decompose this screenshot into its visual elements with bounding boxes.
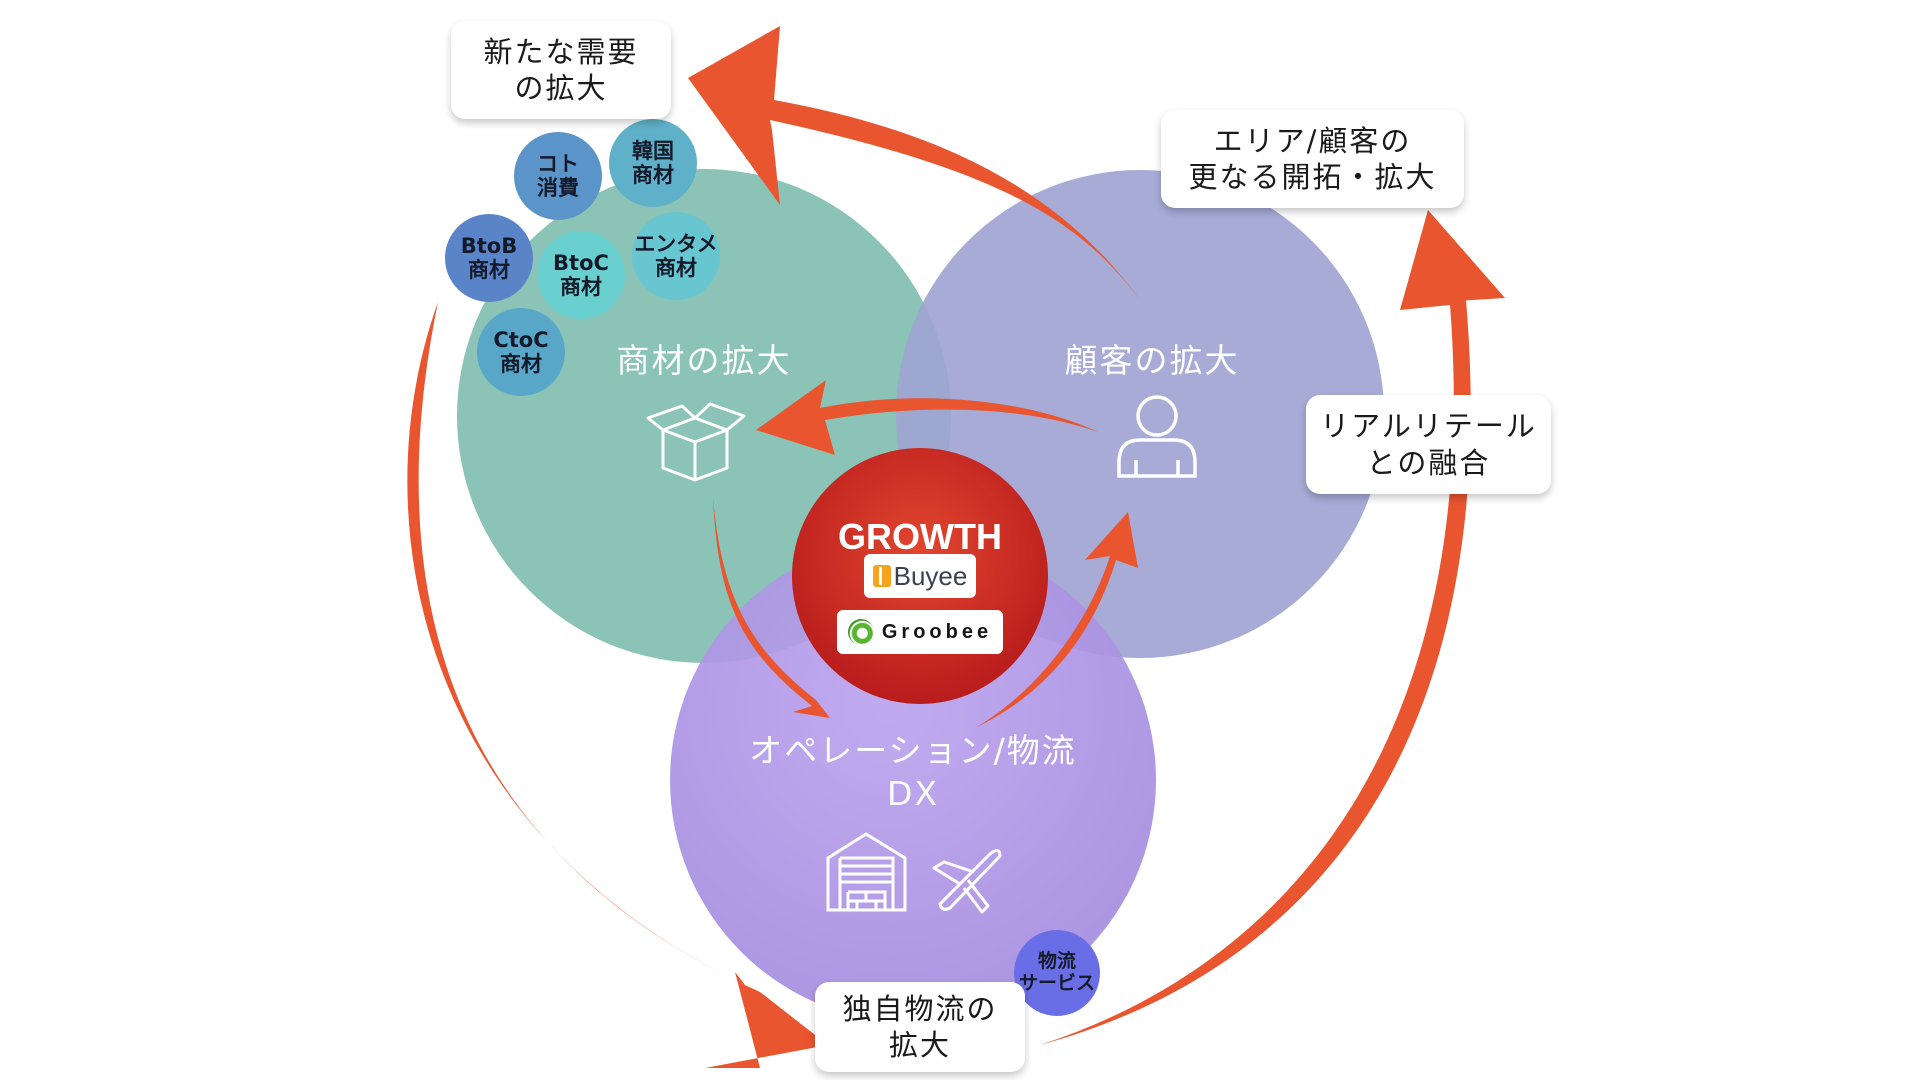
bubble-ctoc-circle bbox=[477, 308, 565, 396]
growth-title: GROWTH bbox=[838, 516, 1002, 557]
person-icon bbox=[1117, 395, 1197, 478]
circle-label-operations: オペレーション/物流 DX bbox=[749, 731, 1077, 813]
bubble-korea-circle bbox=[609, 119, 697, 207]
bubble-entame-circle bbox=[632, 212, 720, 300]
arrow-customers-to-new-demand bbox=[688, 26, 1140, 300]
callout-real-retail: リアルリテール との融合 bbox=[1306, 395, 1551, 494]
callout-area-customers: エリア/顧客の 更なる開拓・拡大 bbox=[1161, 110, 1464, 208]
circle-label-customers: 顧客の拡大 bbox=[1064, 341, 1240, 380]
buyee-bag-icon bbox=[872, 565, 891, 587]
callout-new-demand: 新たな需要 の拡大 bbox=[451, 21, 671, 119]
bubble-ctoc: CtoC 商材 bbox=[493, 327, 549, 376]
buyee-logo: Buyee bbox=[864, 554, 976, 598]
bubble-koto: コト 消費 bbox=[537, 151, 579, 200]
bubble-korea: 韓国 商材 bbox=[632, 138, 674, 187]
warehouse-icon bbox=[826, 832, 907, 912]
callout-own-logistics: 独自物流の 拡大 bbox=[815, 982, 1025, 1072]
bubble-entame: エンタメ 商材 bbox=[634, 231, 718, 280]
bubble-logistics: 物流 サービス bbox=[1018, 950, 1096, 994]
arrow-products-to-operations bbox=[713, 498, 830, 718]
arrow-operations-to-customers bbox=[975, 512, 1138, 728]
bubble-btoc-circle bbox=[537, 231, 625, 319]
arrow-right-outer-arc bbox=[1040, 210, 1505, 1045]
circle-operations bbox=[670, 537, 1156, 1023]
circle-label-products: 商材の拡大 bbox=[616, 341, 792, 380]
bubble-btob-circle bbox=[445, 214, 533, 302]
bubble-logistics-circle bbox=[1014, 930, 1100, 1016]
bubble-btob: BtoB 商材 bbox=[460, 233, 518, 282]
bubble-btoc: BtoC 商材 bbox=[553, 250, 609, 299]
arrow-customers-to-products bbox=[756, 380, 1098, 455]
groobee-logo: Groobee bbox=[837, 610, 1003, 654]
groobee-swirl-icon bbox=[847, 619, 874, 645]
open-box-icon bbox=[646, 402, 746, 482]
groobee-logo-text: Groobee bbox=[881, 620, 993, 643]
airplane-icon bbox=[932, 849, 1002, 914]
bubble-koto-circle bbox=[514, 132, 602, 220]
buyee-logo-text: Buyee bbox=[893, 560, 968, 591]
